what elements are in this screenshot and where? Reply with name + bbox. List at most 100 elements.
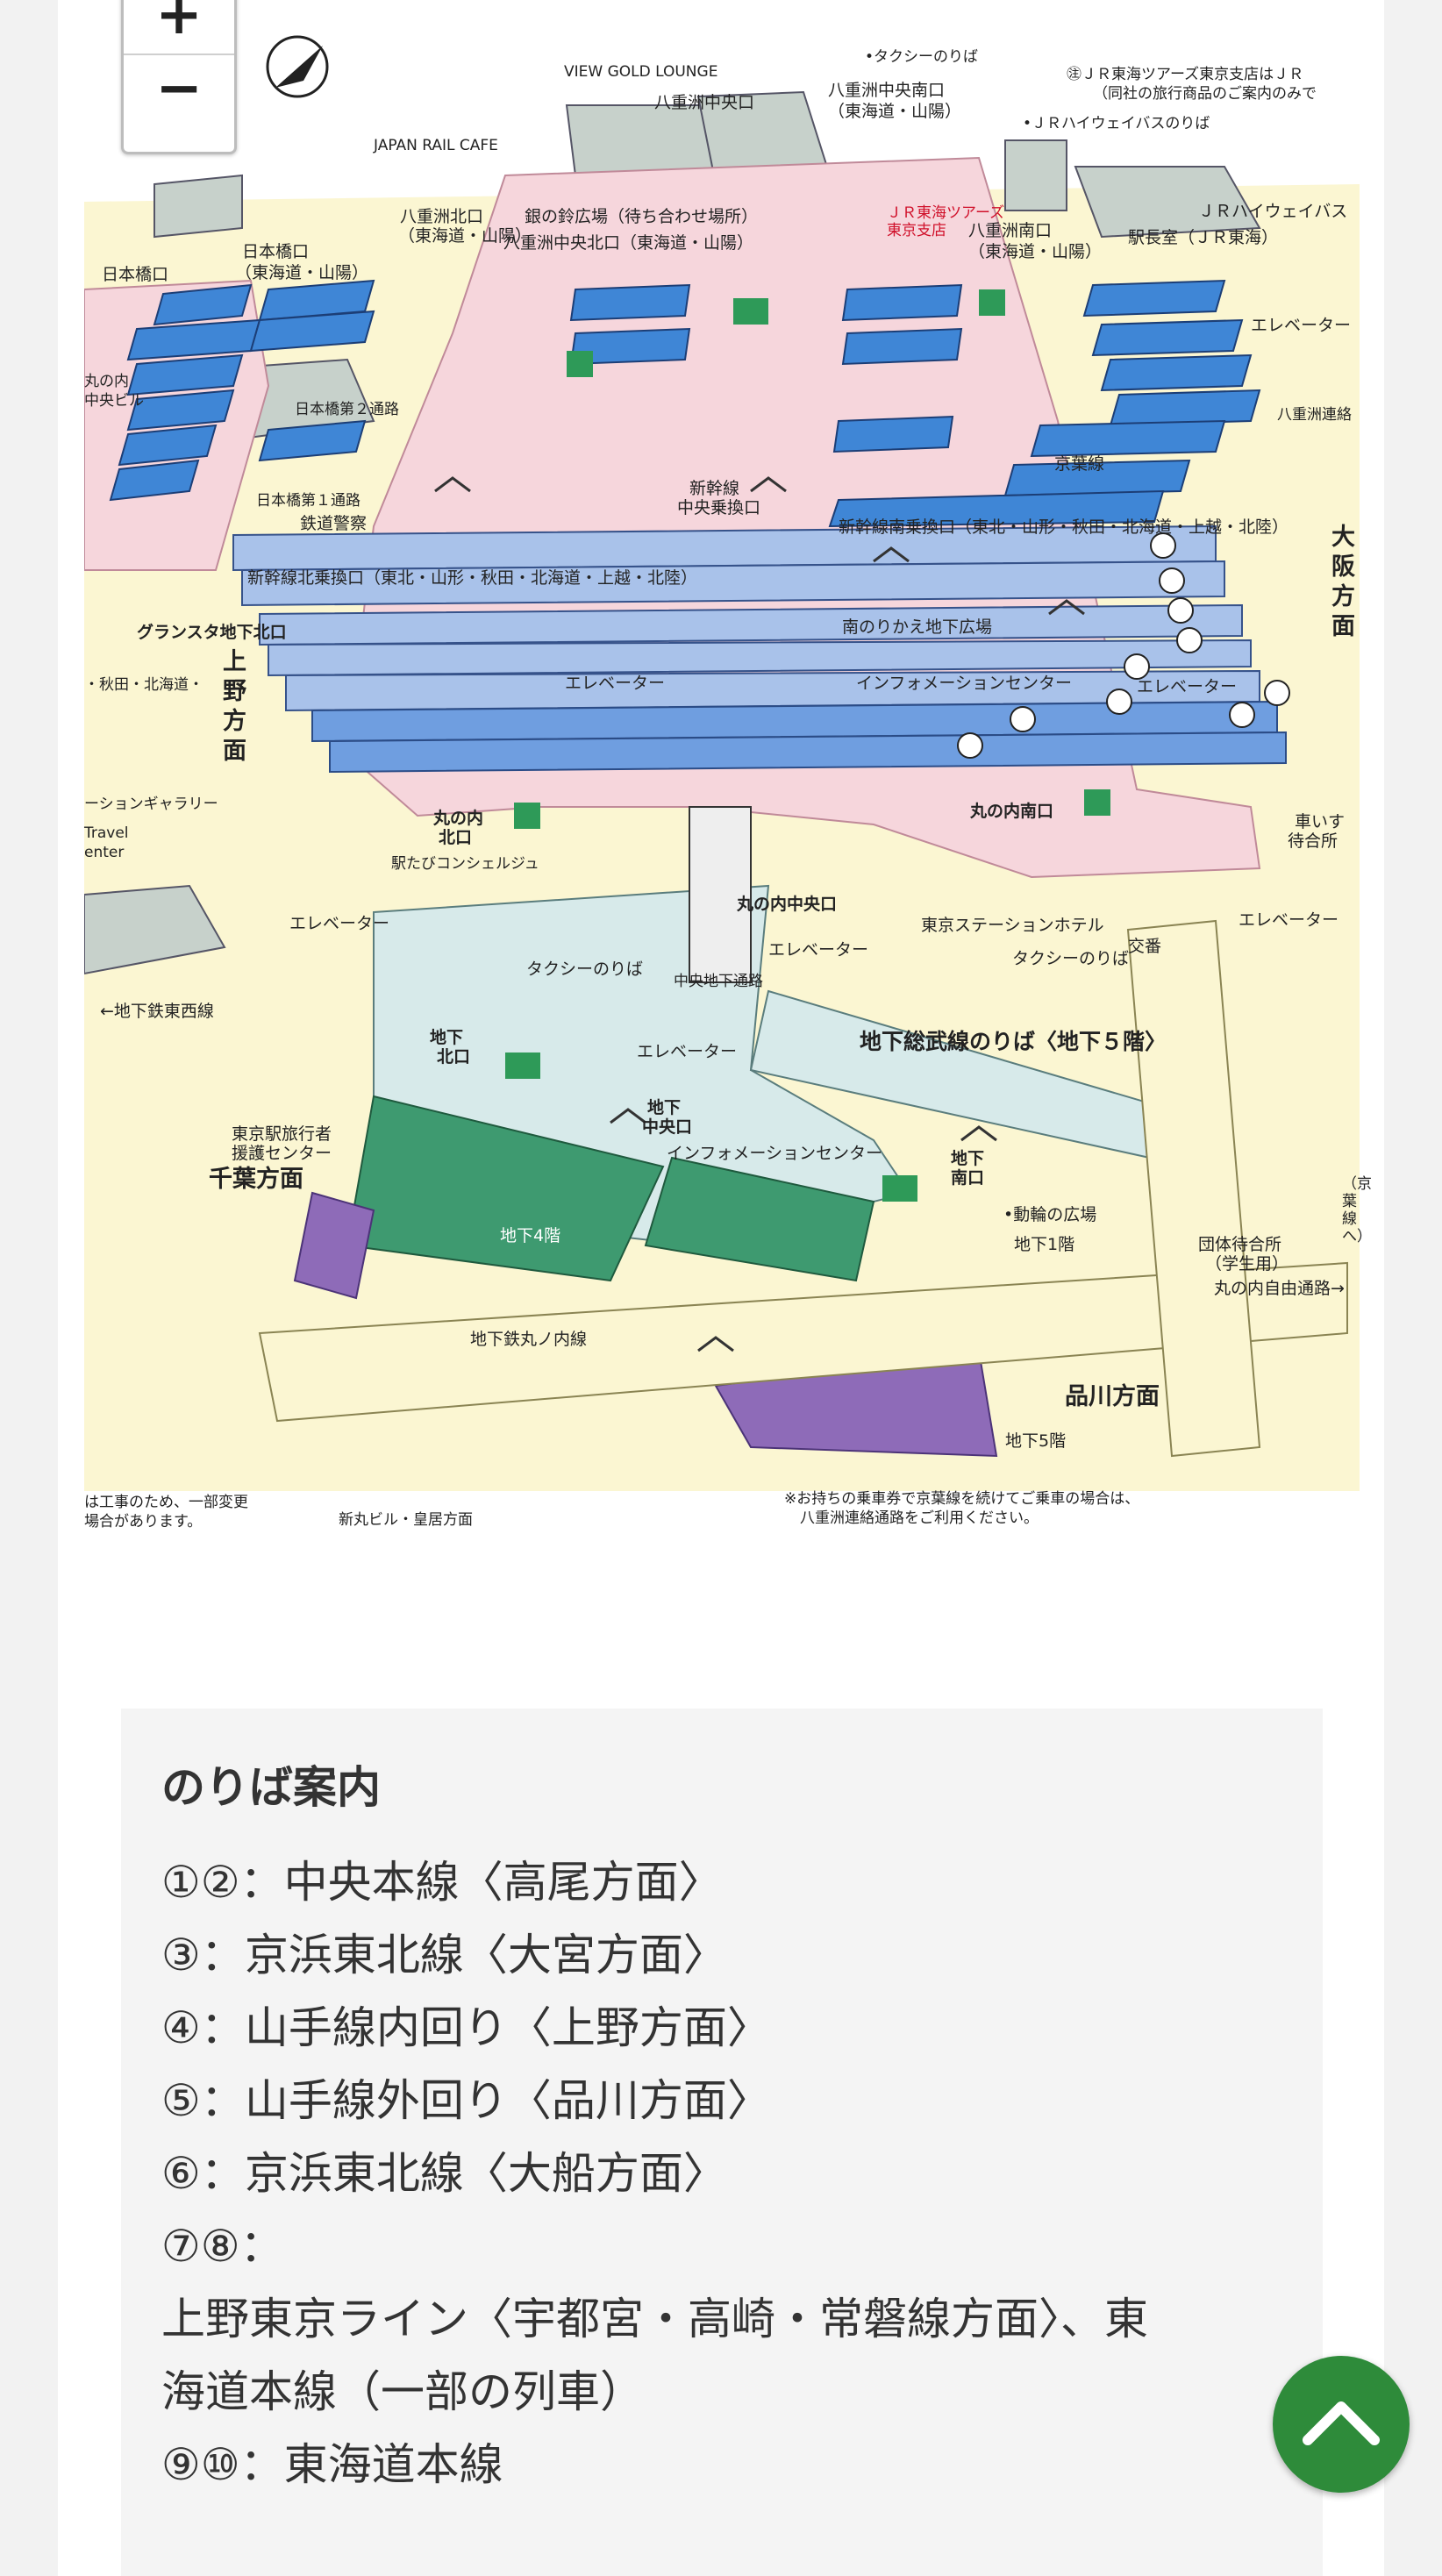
label-elevator-mid: エレベーター <box>768 940 869 960</box>
label-yaesu-central-north: 八重洲中央北口（東海道・山陽） <box>503 233 754 253</box>
label-subway-tozai: ←地下鉄東西線 <box>100 1002 214 1021</box>
label-tokyo-travel-support: 東京駅旅行者 <box>232 1124 332 1144</box>
label-jr-highway-bus-2: ＪＲハイウェイバス <box>1198 202 1348 221</box>
label-underground-south: 地下 <box>951 1149 985 1168</box>
label-shin-maru-building: 新丸ビル・皇居方面 <box>339 1511 473 1529</box>
label-shinkansen-north: 新幹線北乗換口（東北・山形・秋田・北海道・上越・北陸） <box>247 568 698 588</box>
station-map-drawing <box>84 0 1360 1544</box>
label-marunouchi-jiyu: 丸の内自由通路→ <box>1214 1279 1345 1298</box>
label-yaesu-north: 八重洲北口 <box>400 207 484 226</box>
platform-guide-line: 海道本線（一部の列車） <box>161 2366 644 2417</box>
label-gin-no-suzu: 銀の鈴広場（待ち合わせ場所） <box>525 207 759 226</box>
label-info-center-lower: インフォメーションセンター <box>667 1144 883 1163</box>
platform-guide: のりば案内 ①②：中央本線〈高尾方面〉 ③：京浜東北線〈大宮方面〉 ④：山手線内… <box>121 1709 1323 2576</box>
label-osaka-direction: 大阪方面 <box>1331 524 1355 640</box>
label-railway-police: 鉄道警察 <box>300 514 368 533</box>
label-construction-note: は工事のため、一部変更 <box>84 1494 248 1511</box>
label-elevator-center: エレベーター <box>565 674 666 693</box>
label-dogu-plaza: •動輪の広場 <box>1003 1205 1097 1224</box>
label-underground-central: 地下 <box>647 1098 682 1117</box>
label-underground-south-2: 南口 <box>951 1168 985 1188</box>
label-travel-center: Travel <box>84 824 129 842</box>
label-shinagawa-direction: 品川方面 <box>1065 1383 1160 1410</box>
label-south-transfer-plaza: 南のりかえ地下広場 <box>842 617 993 637</box>
label-elevator-left: エレベーター <box>289 914 390 933</box>
platform-guide-title: のりば案内 <box>161 1762 381 1813</box>
label-jr-tokai-tours-branch: 東京支店 <box>887 222 946 239</box>
label-wheelchair-waiting: 車いす <box>1295 812 1346 831</box>
platform-guide-line: 上野東京ライン〈宇都宮・高崎・常磐線方面〉、東 <box>161 2294 1148 2344</box>
label-yaesu-central-south: 八重洲中央南口 <box>828 81 946 100</box>
label-kouban: 交番 <box>1128 937 1162 956</box>
label-jr-highway-bus: •ＪＲハイウェイバスのりば <box>1023 115 1210 132</box>
label-nihonbashi-gate: 日本橋口 <box>242 242 310 261</box>
label-marunouchi-north: 丸の内 <box>433 809 484 828</box>
platform-guide-line: ③：京浜東北線〈大宮方面〉 <box>161 1930 727 1980</box>
label-station-gallery: ーションギャラリー <box>84 796 218 813</box>
label-ekitabi-concierge: 駅たびコンシェルジュ <box>391 855 539 873</box>
station-map[interactable]: VIEW GOLD LOUNGE •タクシーのりば ㊟ＪＲ東海ツアーズ東京支店は… <box>84 0 1372 1544</box>
label-shinkansen-central-transfer: 中央乗換口 <box>677 498 761 517</box>
label-marunouchi-south: 丸の内南口 <box>970 802 1054 821</box>
back-to-top-button[interactable] <box>1273 2356 1410 2493</box>
platform-guide-line: ⑤：山手線外回り〈品川方面〉 <box>161 2075 771 2126</box>
label-yaesu-south-transfer-sub: （東海道・山陽） <box>968 242 1103 261</box>
label-marunouchi-central: 丸の内中央口 <box>737 895 838 914</box>
zoom-in-button[interactable]: + <box>124 0 234 55</box>
label-gransta-north: グランスタ地下北口 <box>137 623 287 642</box>
label-nihonbashi-passage-2: 日本橋第２通路 <box>295 401 399 418</box>
platform-guide-line: ①②：中央本線〈高尾方面〉 <box>161 1857 723 1908</box>
label-sobu-platform: 地下総武線のりば〈地下５階〉 <box>860 1029 1167 1054</box>
label-taxi-top: •タクシーのりば <box>865 48 979 66</box>
label-shinkansen-south: 新幹線南乗換口（東北・山形・秋田・北海道・上越・北陸） <box>839 517 1289 537</box>
label-information-center: インフォメーションセンター <box>856 674 1073 693</box>
label-taxi-right: タクシーのりば <box>1012 949 1130 968</box>
label-view-gold-lounge: VIEW GOLD LOUNGE <box>564 63 718 81</box>
label-yaesu-passage: 八重洲連絡 <box>1277 406 1352 424</box>
label-keiyo-line: 京葉線 <box>1054 454 1105 474</box>
label-keiyo-side: （京葉線へ） <box>1342 1175 1372 1245</box>
label-elevator-lower: エレベーター <box>637 1042 738 1061</box>
label-tokyo-travel-support-2: 援護センター <box>232 1144 332 1163</box>
label-yaesu-north-sub: （東海道・山陽） <box>398 226 532 246</box>
label-keiyo-transfer-note-2: 八重洲連絡通路をご利用ください。 <box>800 1509 1039 1527</box>
label-subway-marunouchi: 地下鉄丸ノ内線 <box>470 1330 588 1349</box>
label-b4: 地下4階 <box>500 1226 561 1245</box>
label-keiyo-transfer-note: ※お持ちの乗車券で京葉線を続けてご乗車の場合は、 <box>784 1490 1140 1508</box>
platform-guide-line: ④：山手線内回り〈上野方面〉 <box>161 2002 771 2053</box>
label-chiba-direction: 千葉方面 <box>209 1166 303 1193</box>
label-nihonbashi-passage-1: 日本橋第１通路 <box>256 492 360 510</box>
label-central-underground: 中央地下通路 <box>674 973 763 990</box>
platform-guide-line: ⑥：京浜東北線〈大船方面〉 <box>161 2148 727 2199</box>
label-yaesu-central-south-sub: （東海道・山陽） <box>828 102 962 121</box>
label-marunouchi-bldg: 丸の内 <box>84 373 129 390</box>
label-yaesu-south-transfer: 八重洲南口 <box>968 221 1053 240</box>
label-taxi-left: タクシーのりば <box>526 960 644 979</box>
label-central-bldg: 中央ビル <box>84 392 144 410</box>
label-jr-tokai-tours: ＪＲ東海ツアーズ <box>887 204 1005 222</box>
label-jr-tokai-tours-note: ㊟ＪＲ東海ツアーズ東京支店はＪＲ <box>1067 66 1304 83</box>
zoom-out-button[interactable]: − <box>155 56 203 121</box>
label-underground-north: 地下 <box>430 1028 464 1047</box>
label-shinkansen-central: 新幹線 <box>689 479 740 498</box>
label-ueno-direction: 上野方面 <box>223 648 246 765</box>
label-nihonbashi-exit: 日本橋口 <box>102 265 169 284</box>
label-elevator-right-2: エレベーター <box>1137 677 1238 696</box>
label-b1: 地下1階 <box>1014 1235 1075 1254</box>
platform-guide-line: ⑦⑧： <box>161 2221 284 2272</box>
zoom-control: + − <box>121 0 237 154</box>
chevron-up-icon <box>1303 2401 1380 2445</box>
label-yaesu-central-gate: 八重洲中央口 <box>654 93 755 112</box>
label-jr-tokai-tours-note2: （同社の旅行商品のご案内のみで <box>1093 85 1317 103</box>
label-construction-note-2: 場合があります。 <box>84 1513 203 1531</box>
label-elevator-right: エレベーター <box>1251 316 1352 335</box>
label-tokyo-station-hotel: 東京ステーションホテル <box>921 916 1104 935</box>
platform-guide-line: ⑨⑩：東海道本線 <box>161 2439 503 2490</box>
label-stationmaster: 駅長室（ＪＲ東海） <box>1128 228 1279 247</box>
label-japan-rail-cafe: JAPAN RAIL CAFE <box>374 137 498 154</box>
label-group-waiting: 団体待合所 <box>1198 1235 1282 1254</box>
label-nihonbashi-gate-sub: （東海道・山陽） <box>235 263 369 282</box>
label-marunouchi-north-2: 北口 <box>439 828 473 847</box>
label-b5: 地下5階 <box>1005 1431 1067 1451</box>
label-underground-north-2: 北口 <box>437 1047 471 1067</box>
